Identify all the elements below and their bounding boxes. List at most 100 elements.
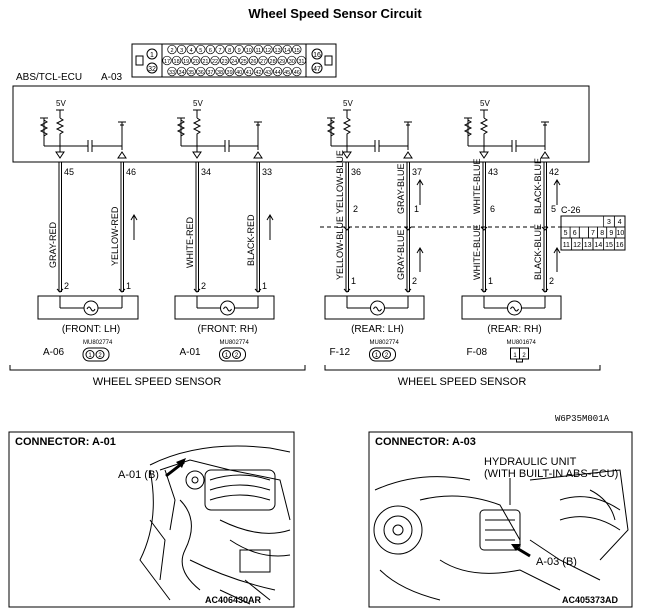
- sensor-connector-pin: 1: [225, 353, 229, 359]
- sensor-terminal: 2: [549, 276, 554, 286]
- ecu-pin: 25: [241, 59, 247, 65]
- sensor-connector-pin: 1: [375, 353, 379, 359]
- c26-pin: 11: [563, 242, 570, 249]
- ecu-pin-47: 47: [313, 66, 321, 73]
- sensor-connector-pin: 1: [88, 353, 92, 359]
- supply-5v-label: 5V: [343, 99, 353, 108]
- ecu-pin: 13: [275, 48, 281, 54]
- ecu-connector-face: [131, 43, 337, 78]
- sensor-connector-pin: 2: [235, 353, 239, 359]
- c26-pin: 3: [607, 219, 611, 226]
- ecu-pin: 26: [250, 59, 256, 65]
- supply-5v-label: 5V: [56, 99, 66, 108]
- ecu-pin: 21: [202, 59, 208, 65]
- ecu-pin: 14: [284, 48, 290, 54]
- sensor-part-number: MU802774: [83, 340, 113, 346]
- ecu-pin: 6: [209, 48, 212, 54]
- ecu-pin-number: 46: [126, 167, 136, 177]
- sensor-terminal: 2: [412, 276, 417, 286]
- ecu-pin: 45: [284, 70, 290, 76]
- wire-color-label: YELLOW-BLUE: [335, 150, 345, 214]
- photo-left-callout: A-01 (B): [118, 469, 159, 481]
- photo-left-code: AC406430AR: [205, 595, 262, 605]
- photo-right-callout-line1: HYDRAULIC UNIT: [484, 456, 577, 468]
- joint-pin: 5: [551, 204, 556, 214]
- sensor-connector-label: A-06: [43, 347, 65, 358]
- wire-color-label: BLACK-RED: [246, 214, 256, 266]
- c26-pin: 5: [564, 230, 568, 237]
- sensor-connector-label: F-12: [330, 347, 351, 358]
- wire-color-label: WHITE-BLUE: [472, 224, 482, 280]
- ecu-pin: 34: [179, 70, 185, 76]
- c26-pin: 4: [618, 219, 622, 226]
- c26-pin: 10: [617, 230, 625, 237]
- ecu-pin: 27: [260, 59, 266, 65]
- engine-bay-photo-left: [139, 445, 291, 605]
- ecu-pin: 22: [212, 59, 218, 65]
- wire-color-label: BLACK-BLUE: [533, 158, 543, 214]
- ecu-pin-number: 34: [201, 167, 211, 177]
- ecu-pin: 24: [231, 59, 237, 65]
- wire-color-label: GRAY-RED: [48, 221, 58, 268]
- sensor-connector-pin: 2: [98, 353, 102, 359]
- wheel-speed-sensor-box: [324, 295, 425, 320]
- sensor-part-number: MU802774: [220, 340, 250, 346]
- photo-left-header: CONNECTOR: A-01: [15, 436, 116, 448]
- photo-right-code: AC405373AD: [562, 595, 619, 605]
- sensor-terminal: 1: [488, 276, 493, 286]
- ecu-pin-number: 33: [262, 167, 272, 177]
- group-bracket-front: [9, 365, 306, 371]
- ecu-label: ABS/TCL-ECU: [16, 72, 82, 83]
- ecu-pin: 15: [294, 48, 300, 54]
- photo-right-callout-line2: (WITH BUILT-IN ABS-ECU): [484, 468, 618, 480]
- ecu-pin: 8: [228, 48, 231, 54]
- ecu-pin: 2: [170, 48, 173, 54]
- supply-5v-label: 5V: [480, 99, 490, 108]
- c26-pin: 7: [591, 230, 595, 237]
- sensor-part-number: MU801674: [507, 340, 537, 346]
- ecu-pin: 43: [265, 70, 271, 76]
- sensor-terminal: 2: [201, 281, 206, 291]
- group-label-front: WHEEL SPEED SENSOR: [93, 376, 222, 388]
- ecu-pin: 20: [193, 59, 199, 65]
- ecu-pin: 31: [298, 59, 304, 65]
- ecu-pin: 37: [207, 70, 213, 76]
- ecu-pin: 29: [279, 59, 285, 65]
- ecu-pin: 36: [198, 70, 204, 76]
- c26-pin: 14: [594, 242, 602, 249]
- page-title: Wheel Speed Sensor Circuit: [248, 6, 422, 21]
- ecu-pin-32: 32: [148, 66, 156, 73]
- wheel-speed-sensor-box: [174, 295, 275, 320]
- ecu-pin: 10: [246, 48, 252, 54]
- ecu-pin: 40: [236, 70, 242, 76]
- ecu-pin: 7: [218, 48, 221, 54]
- sensor-connector-pin: 2: [385, 353, 389, 359]
- wire-color-label: YELLOW-BLUE: [335, 216, 345, 280]
- c26-pin: 15: [605, 242, 613, 249]
- sensor-terminal: 1: [262, 281, 267, 291]
- sensor-connector-label: F-08: [467, 347, 488, 358]
- ecu-pin: 38: [217, 70, 223, 76]
- photo-right-header: CONNECTOR: A-03: [375, 436, 476, 448]
- wheel-speed-sensor-box: [37, 295, 139, 320]
- sensor-part-number: MU802774: [370, 340, 400, 346]
- wire-color-label: GRAY-BLUE: [396, 163, 406, 214]
- ecu-pin-number: 36: [351, 167, 361, 177]
- ecu-pin: 42: [255, 70, 261, 76]
- supply-5v-label: 5V: [193, 99, 203, 108]
- joint-pin: 6: [490, 204, 495, 214]
- sensor-position-label: (REAR: LH): [351, 324, 404, 335]
- joint-pin: 1: [414, 204, 419, 214]
- sensor-terminal: 1: [126, 281, 131, 291]
- engine-bay-photo-right: [373, 469, 629, 601]
- ecu-pin: 23: [222, 59, 228, 65]
- group-label-rear: WHEEL SPEED SENSOR: [398, 376, 527, 388]
- ecu-pin-1: 1: [150, 52, 154, 59]
- ecu-pin: 18: [174, 59, 180, 65]
- ecu-pin-number: 43: [488, 167, 498, 177]
- wheel-speed-sensor-box: [461, 295, 562, 320]
- sensor-position-label: (FRONT: RH): [198, 324, 258, 335]
- sensor-coil-icon: [220, 300, 235, 316]
